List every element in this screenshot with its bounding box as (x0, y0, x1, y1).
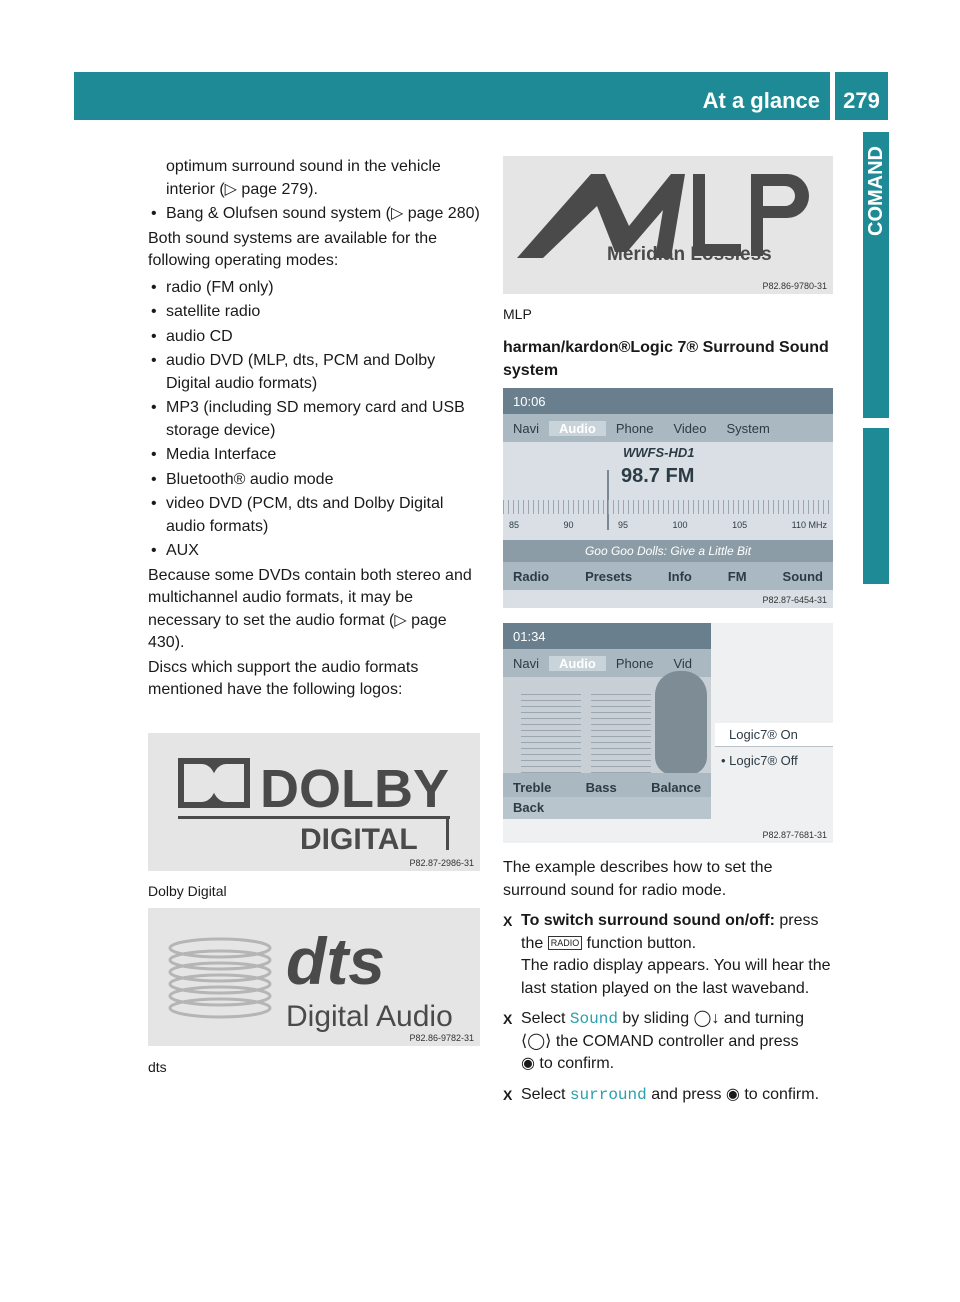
image-code: P82.87-6454-31 (762, 595, 827, 605)
station-id: WWFS-HD1 (623, 445, 695, 460)
softkey: Sound (782, 568, 823, 584)
dolby-logo-graphic: DOLBY DIGITAL (178, 758, 450, 856)
dts-logo-graphic: dts Digital Audio (168, 924, 453, 1033)
modes-intro: Both sound systems are available for the… (148, 229, 438, 270)
radio-button-icon: RADIO (547, 936, 583, 951)
step-switch-surround: To switch surround sound on/off: press t… (503, 910, 837, 1000)
intro-text: optimum surround sound in the vehicle in… (166, 158, 441, 198)
svg-text:Meridian Lossless: Meridian Lossless (607, 244, 772, 265)
clock: 10:06 (503, 388, 833, 414)
left-column: optimum surround sound in the vehicle in… (148, 156, 482, 704)
side-block (863, 428, 889, 584)
dts-caption: dts (148, 1059, 167, 1075)
menu-item-surround: surround (569, 1085, 647, 1104)
example-paragraph: The example describes how to set the sur… (503, 859, 773, 899)
softkey: Radio (513, 568, 550, 584)
nav-item: Phone (615, 655, 654, 671)
side-tab-label: COMAND (865, 146, 887, 236)
controller-slide-down-icon: ◯↓ (693, 1010, 720, 1027)
menu-item-sound: Sound (569, 1010, 618, 1028)
svg-text:Digital Audio: Digital Audio (286, 1000, 453, 1033)
step-select-surround: Select surround and press ◉ to confirm. (503, 1084, 837, 1107)
mode-item: video DVD (PCM, dts and Dolby Digital au… (148, 493, 482, 538)
svg-text:DIGITAL: DIGITAL (300, 823, 418, 856)
header-bar: At a glance (74, 72, 830, 120)
mode-item: Media Interface (148, 444, 482, 467)
treble-slider (521, 693, 581, 773)
softkey: Info (668, 568, 692, 584)
section-heading: harman/kardon®Logic 7® Surround Sound sy… (503, 339, 829, 379)
mlp-logo-graphic: Meridian Lossless (517, 174, 809, 265)
menu-item-logic7-off: • Logic7® Off (721, 753, 798, 768)
image-code: P82.87-2986-31 (409, 858, 474, 868)
nav-item: Audio (549, 655, 606, 671)
control-label: Balance (651, 779, 701, 795)
controller-turn-icon: ⟨◯⟩ (521, 1032, 552, 1050)
car-balance-graphic (655, 671, 707, 775)
header-separator (832, 72, 835, 120)
mode-item: radio (FM only) (148, 277, 482, 300)
nav-item: Phone (615, 420, 654, 436)
svg-text:DOLBY: DOLBY (260, 759, 449, 819)
sound-controls: Treble Bass Balance (503, 773, 711, 801)
nav-item: Video (673, 420, 707, 436)
clock: 01:34 (503, 623, 711, 649)
nav-item: Navi (513, 420, 540, 436)
mlp-caption: MLP (503, 306, 532, 322)
dts-digital-audio-logo: dts Digital Audio P82.86-9782-31 (148, 908, 480, 1046)
dolby-digital-logo: DOLBY DIGITAL P82.87-2986-31 (148, 733, 480, 871)
page-number: 279 (835, 72, 888, 120)
main-nav: Navi Audio Phone Video System (503, 414, 833, 442)
image-code: P82.86-9780-31 (762, 281, 827, 291)
mode-item: audio DVD (MLP, dts, PCM and Dolby Digit… (148, 350, 482, 395)
step-result: The radio display appears. You will hear… (521, 957, 831, 997)
step-select-sound: Select Sound by sliding ◯↓ and turning ⟨… (503, 1008, 837, 1076)
mode-item: satellite radio (148, 301, 482, 324)
nav-item: Audio (549, 420, 606, 436)
sound-settings-screenshot: 01:34 Navi Audio Phone Vid Logic7® On • … (503, 623, 833, 843)
image-code: P82.87-7681-31 (762, 830, 827, 840)
nav-item: Vid (673, 655, 692, 671)
tuning-scale (503, 500, 833, 514)
mode-item: AUX (148, 540, 482, 563)
mode-item: MP3 (including SD memory card and USB st… (148, 397, 482, 442)
section-title: At a glance (702, 88, 820, 113)
controller-press-icon: ◉ (725, 1085, 740, 1103)
radio-display-screenshot: 10:06 Navi Audio Phone Video System WWFS… (503, 388, 833, 608)
side-tab: COMAND (863, 132, 889, 418)
image-code: P82.86-9782-31 (409, 1033, 474, 1043)
right-instructions: The example describes how to set the sur… (503, 857, 837, 1114)
mlp-logo: Meridian Lossless P82.86-9780-31 (503, 156, 833, 294)
dolby-caption: Dolby Digital (148, 883, 227, 899)
control-label: Treble (513, 779, 552, 795)
softkey: FM (727, 568, 747, 584)
controller-press-icon: ◉ (521, 1055, 535, 1072)
softkey: Presets (585, 568, 633, 584)
softkey-bar: Radio Presets Info FM Sound (503, 562, 833, 590)
scale-labels: 85 90 95 100 105 110 MHz (509, 520, 827, 530)
dvd-paragraph: Because some DVDs contain both stereo an… (148, 566, 472, 652)
nav-item: Navi (513, 655, 540, 671)
mode-item: audio CD (148, 326, 482, 349)
frequency: 98.7 FM (621, 465, 695, 487)
song-info: Goo Goo Dolls: Give a Little Bit (503, 540, 833, 562)
nav-item: System (726, 420, 770, 436)
control-label: Bass (585, 779, 617, 795)
discs-paragraph: Discs which support the audio formats me… (148, 658, 419, 699)
svg-text:dts: dts (286, 924, 385, 998)
mode-item: Bluetooth® audio mode (148, 469, 482, 492)
back-softkey: Back (503, 797, 711, 819)
bass-slider (591, 693, 651, 773)
menu-item-logic7-on: Logic7® On (715, 723, 833, 747)
bang-olufsen-bullet: Bang & Olufsen sound system (▷ page 280) (148, 203, 482, 226)
